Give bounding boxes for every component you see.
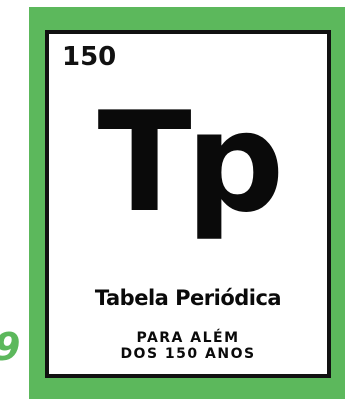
subtitle-line-2: DOS 150 ANOS bbox=[120, 345, 256, 362]
periodic-element-tile: 150 Tp Tabela Periódica PARA ALÉM DOS 15… bbox=[45, 30, 331, 378]
partial-number-fragment: 9 bbox=[0, 328, 20, 366]
tile-subtitle: PARA ALÉM DOS 150 ANOS bbox=[49, 330, 327, 362]
atomic-number: 150 bbox=[62, 42, 117, 72]
element-symbol: Tp bbox=[97, 82, 285, 243]
tile-title: Tabela Periódica bbox=[94, 286, 282, 310]
subtitle-line-1: PARA ALÉM bbox=[136, 330, 240, 346]
